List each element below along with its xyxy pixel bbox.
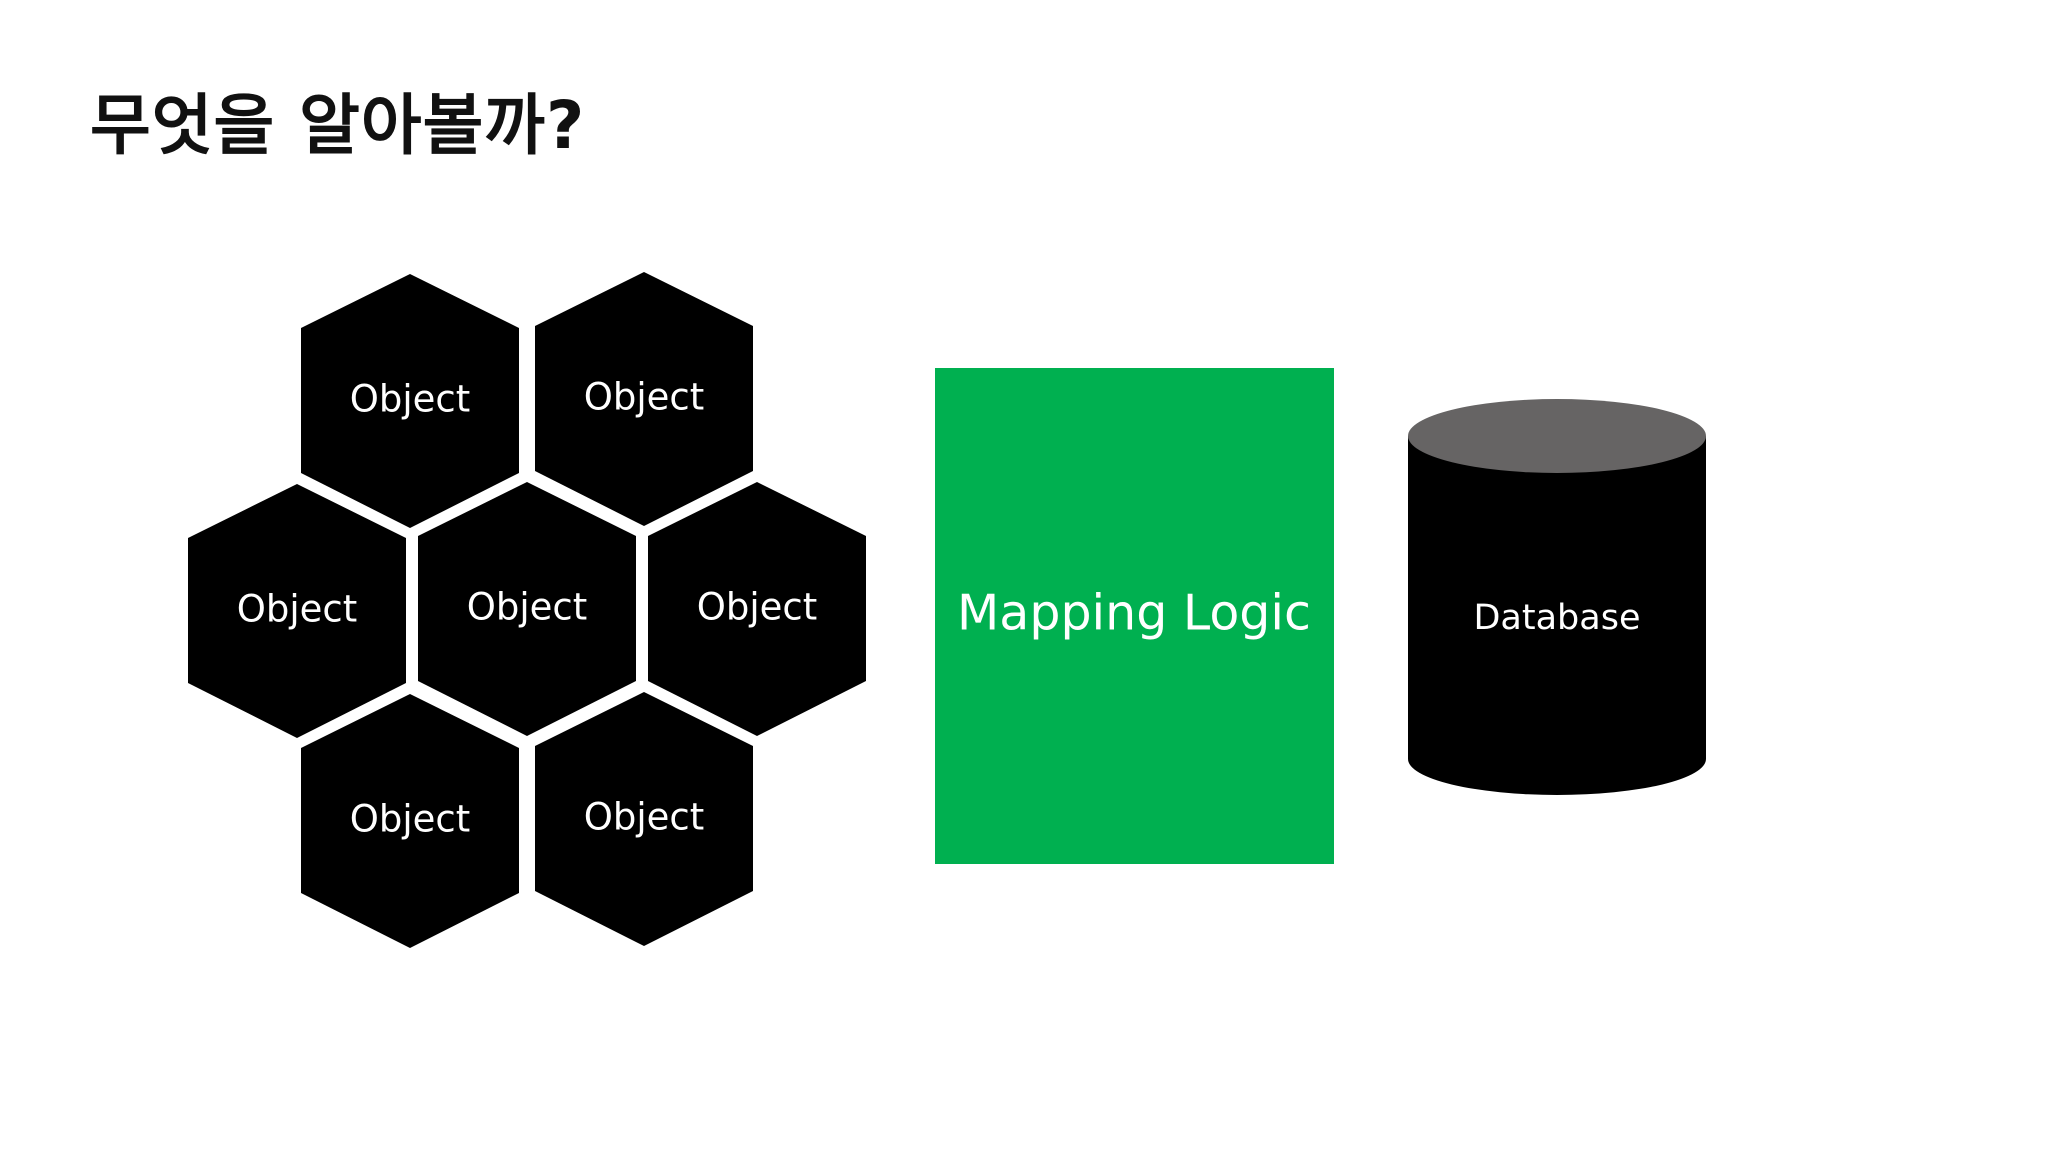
object-label: Object — [350, 798, 471, 841]
hexagon-shape — [535, 692, 753, 946]
hexagon-shape — [301, 274, 519, 528]
mapping-logic-label: Mapping Logic — [957, 585, 1311, 642]
mapping-logic-box — [935, 368, 1334, 864]
object-label: Object — [697, 586, 818, 629]
object-label: Object — [584, 376, 705, 419]
database-label: Database — [1473, 598, 1640, 638]
hexagon-shape — [418, 482, 636, 736]
hexagon-shape — [301, 694, 519, 948]
object-hexagon-center: Object — [418, 482, 636, 736]
object-label: Object — [350, 378, 471, 421]
object-label: Object — [584, 796, 705, 839]
object-hexagon-middle-right: Object — [648, 482, 866, 736]
object-cluster: Object Object Object Object Object Objec… — [188, 272, 866, 948]
database-top — [1408, 399, 1706, 473]
object-hexagon-bottom-left: Object — [301, 694, 519, 948]
object-label: Object — [237, 588, 358, 631]
object-label: Object — [467, 586, 588, 629]
mapping-logic-block: Mapping Logic — [935, 368, 1334, 864]
hexagon-shape — [535, 272, 753, 526]
database-body — [1408, 436, 1706, 795]
object-hexagon-middle-left: Object — [188, 484, 406, 738]
slide-title: 무엇을 알아볼까? — [90, 87, 586, 164]
database-cylinder: Database — [1408, 399, 1706, 795]
hexagon-shape — [648, 482, 866, 736]
object-hexagon-bottom-right: Object — [535, 692, 753, 946]
object-hexagon-top-left: Object — [301, 274, 519, 528]
hexagon-shape — [188, 484, 406, 738]
object-hexagon-top-right: Object — [535, 272, 753, 526]
